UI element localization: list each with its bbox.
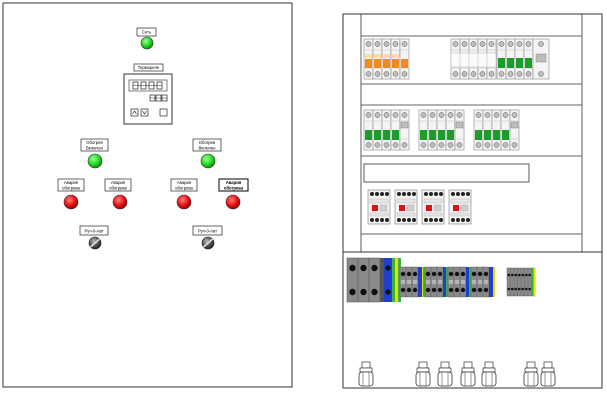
red-lamp-icon [225, 194, 241, 210]
power-lamp-label: Сеть [142, 30, 152, 35]
fault-label-left-line2: обогрева [62, 185, 80, 190]
controller-title-plate [133, 63, 164, 72]
controller-title: Термореле [138, 65, 160, 70]
breaker-group-2 [418, 109, 465, 151]
heating-on-label-line2: Включен [86, 145, 104, 150]
controller-down-button[interactable] [140, 108, 149, 117]
heating-on-label-line2: Включен [199, 145, 217, 150]
fault-label-left-line2: обогрева [175, 185, 193, 190]
fault-label-plate-right [218, 178, 249, 192]
selector-label: Руч-0-Авт [84, 228, 103, 233]
fault-label-right-line2: обогрева [109, 185, 127, 190]
fault-label-right-line2: обогрева [224, 185, 244, 190]
heating-on-label-line1: Обогрев [199, 140, 216, 145]
rotary-switch-icon[interactable] [88, 236, 102, 250]
controller-display-digits [132, 81, 163, 90]
fault-label-plate-left [170, 178, 198, 192]
heating-on-label-line1: Обогрев [86, 140, 103, 145]
heating-circuit-2: Обогрев Включен Авария обогрева Авария о… [170, 138, 249, 250]
green-lamp-icon [200, 153, 216, 169]
terminal-block-group-2 [398, 266, 424, 298]
cabinet-interior [342, 13, 603, 389]
terminal-block-group-4 [446, 266, 472, 298]
breaker-group-green [496, 38, 550, 80]
green-lamp-icon [87, 153, 103, 169]
breaker-group-3 [473, 109, 520, 151]
heating-circuit-1: Обогрев Включен Авария обогрева Авария о… [57, 138, 132, 250]
red-lamp-icon [176, 194, 192, 210]
controller-set-button[interactable] [159, 108, 168, 117]
heating-on-label-plate [192, 138, 222, 152]
chevron-down-icon [142, 110, 147, 115]
selector-label: Руч-0-Авт [198, 228, 217, 233]
surge-protector [450, 38, 497, 80]
thermostat-controller: Термореле [123, 63, 173, 125]
rotary-switch-icon[interactable] [201, 236, 215, 250]
red-lamp-icon [112, 194, 128, 210]
selector-label-plate [192, 225, 223, 236]
fault-label-plate-right [104, 178, 132, 192]
terminal-block-group-3 [423, 266, 449, 298]
fault-label-left-line1: Авария [177, 180, 191, 185]
cabinet-door [2, 2, 293, 388]
fault-label-plate-left [57, 178, 85, 192]
cable-duct [363, 163, 530, 183]
fault-label-left-line1: Авария [64, 180, 78, 185]
green-lamp-icon [140, 36, 154, 50]
terminal-block-control [506, 267, 536, 297]
chevron-up-icon [132, 110, 137, 115]
controller-up-button[interactable] [130, 108, 139, 117]
power-lamp-label-plate [136, 27, 157, 37]
controller-small-display [149, 94, 168, 102]
selector-label-plate [79, 225, 109, 236]
breaker-group-1 [363, 109, 410, 151]
breaker-group-orange [363, 38, 410, 80]
terminal-block-power [346, 257, 401, 303]
fault-label-right-line1: Авария [226, 180, 242, 185]
power-indicator: Сеть [136, 27, 157, 50]
fault-label-right-line1: Авария [111, 180, 125, 185]
heating-on-label-plate [80, 138, 109, 152]
terminal-block-group-5 [469, 266, 495, 298]
red-lamp-icon [63, 194, 79, 210]
